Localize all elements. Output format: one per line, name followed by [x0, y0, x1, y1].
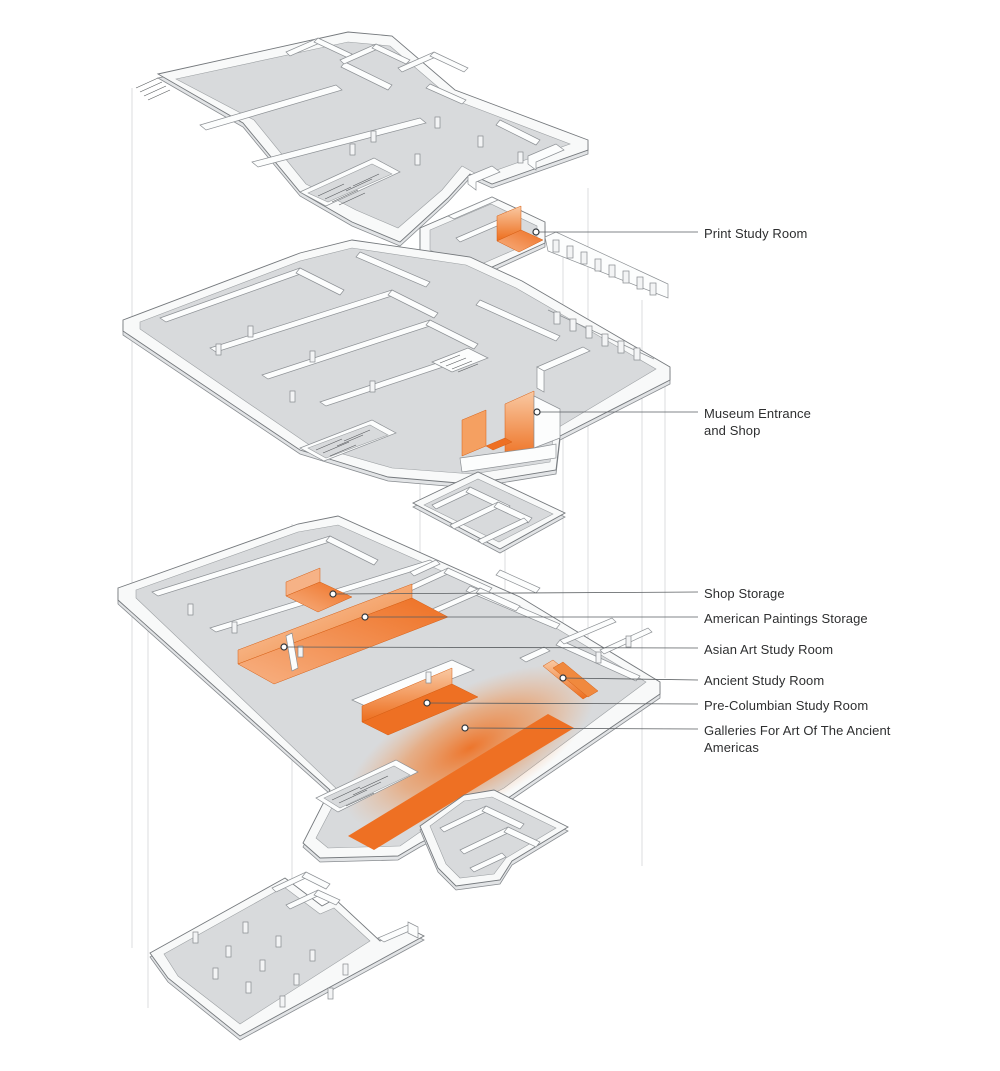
entrance-stair-wing: [299, 419, 397, 462]
label-print-study-room: Print Study Room: [704, 226, 808, 241]
print-study-room-highlight: [496, 205, 544, 253]
label-galleries-ancient-americas: Galleries For Art Of The Ancient America…: [704, 723, 891, 755]
shop-storage-highlight: [285, 567, 353, 613]
galleries-highlight: [345, 665, 595, 850]
label-ancient-study-room: Ancient Study Room: [704, 673, 825, 688]
foundation-plate: [149, 871, 425, 1041]
museum-entrance-highlight: [459, 390, 561, 473]
columns: [349, 116, 524, 166]
label-asian-art-study-room: Asian Art Study Room: [704, 642, 834, 657]
foundation-columns: [192, 921, 349, 1008]
ne-colonnade: [547, 309, 655, 361]
foundation-room-cluster: [271, 871, 341, 910]
label-museum-entrance-and-shop: Museum Entrance and Shop: [704, 406, 811, 438]
leader-lines: [283, 231, 699, 730]
entry-stair-hatch: [135, 77, 171, 101]
label-shop-storage: Shop Storage: [704, 586, 785, 601]
label-pre-columbian-study-room: Pre-Columbian Study Room: [704, 698, 869, 713]
paintings-storage-asian-art-highlight: [237, 583, 449, 685]
gallery-stair-wing: [315, 759, 419, 813]
roof-level-plate: [135, 31, 589, 247]
roof-stair-wing: [299, 157, 401, 207]
leader-markers: [280, 228, 567, 732]
lower-room-cluster: [419, 789, 569, 891]
mezzanine-room-cluster: [411, 471, 566, 554]
north-room-cluster: [399, 559, 541, 615]
colonnade-columns: [552, 239, 657, 296]
gallery-level-plate: [117, 515, 661, 863]
central-stair: [431, 347, 489, 373]
ancient-study-room-highlight: [519, 646, 599, 700]
label-american-paintings-storage: American Paintings Storage: [704, 611, 868, 626]
entrance-level-plate: [122, 239, 671, 489]
